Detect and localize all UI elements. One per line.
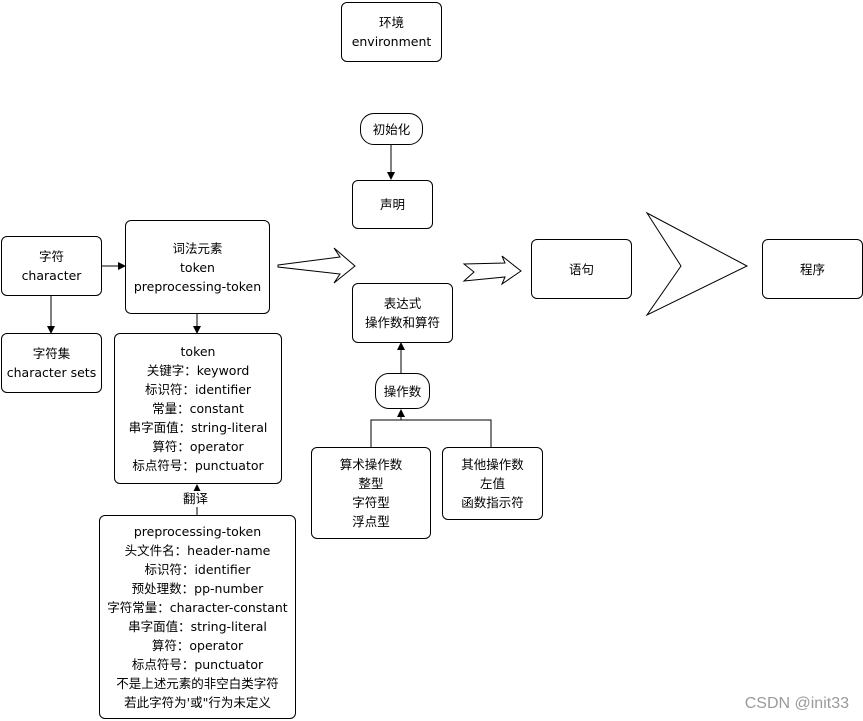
watermark: CSDN @init33 bbox=[744, 695, 849, 712]
edge-arith-other-operand bbox=[370, 419, 492, 447]
node-line: environment bbox=[351, 34, 432, 49]
node-line: 字符常量：character-constant bbox=[107, 600, 288, 615]
node-line: 标识符：identifier bbox=[144, 382, 252, 397]
node-line: token bbox=[180, 344, 216, 359]
node-line: 其他操作数 bbox=[461, 457, 524, 472]
node-line: 整型 bbox=[358, 476, 384, 491]
node-line: 浮点型 bbox=[352, 514, 390, 529]
node-declaration: 声明 bbox=[352, 180, 433, 229]
node-arith-operand: 算术操作数整型字符型浮点型 bbox=[311, 447, 431, 539]
node-line: preprocessing-token bbox=[133, 524, 262, 539]
node-line: 声明 bbox=[379, 197, 405, 212]
node-line: preprocessing-token bbox=[133, 278, 262, 294]
node-other-operand: 其他操作数左值函数指示符 bbox=[442, 447, 543, 520]
node-line: token bbox=[180, 259, 215, 275]
hollow-arrow-statement-to-program bbox=[645, 211, 749, 317]
node-line: character sets bbox=[6, 365, 97, 380]
node-line: 标识符：identifier bbox=[144, 562, 251, 577]
edge-label-translate: 翻译 bbox=[180, 491, 212, 507]
node-init: 初始化 bbox=[360, 113, 423, 145]
hollow-arrow-lexical-to-expression bbox=[277, 247, 356, 284]
node-line: 字符集 bbox=[32, 346, 71, 361]
node-line: 语句 bbox=[568, 261, 594, 277]
node-line: 程序 bbox=[799, 261, 825, 277]
node-line: 串字面值：string-literal bbox=[128, 420, 268, 435]
node-line: 若此字符为'或"行为未定义 bbox=[124, 695, 271, 710]
node-line: 常量：constant bbox=[152, 401, 244, 416]
node-line: 串字面值：string-literal bbox=[128, 619, 267, 634]
node-line: 标点符号：punctuator bbox=[132, 458, 264, 473]
node-line: character bbox=[21, 268, 82, 283]
node-line: 字符 bbox=[38, 249, 64, 264]
node-line: 算符：operator bbox=[151, 638, 244, 653]
node-line: 操作数 bbox=[383, 383, 422, 399]
node-line: 初始化 bbox=[372, 121, 411, 137]
node-environment: 环境 environment bbox=[341, 2, 442, 62]
node-line: 函数指示符 bbox=[461, 495, 524, 510]
node-operand: 操作数 bbox=[375, 373, 430, 409]
node-line: 不是上述元素的非空白类字符 bbox=[116, 676, 279, 691]
node-line: 关键字：keyword bbox=[146, 363, 250, 378]
hollow-arrow-expression-to-statement bbox=[462, 255, 522, 286]
node-character: 字符 character bbox=[1, 236, 102, 296]
node-line: 词法元素 bbox=[172, 240, 223, 256]
node-token: token 关键字：keyword 标识符：identifier 常量：constan… bbox=[114, 333, 282, 484]
node-line: 算术操作数 bbox=[339, 457, 403, 472]
node-line: 环境 bbox=[378, 15, 404, 30]
node-line: 预处理数：pp-number bbox=[131, 581, 264, 596]
node-line: 表达式 bbox=[383, 296, 422, 311]
node-line: 左值 bbox=[479, 476, 505, 491]
node-line: 标点符号：punctuator bbox=[131, 657, 264, 672]
node-statement: 语句 bbox=[531, 239, 632, 299]
node-lexical: 词法元素 token preprocessing-token bbox=[125, 220, 270, 314]
node-line: 字符型 bbox=[352, 495, 390, 510]
node-program: 程序 bbox=[762, 239, 863, 299]
node-line: 算符：operator bbox=[152, 439, 244, 454]
node-line: 头文件名：header-name bbox=[124, 543, 271, 558]
node-charset: 字符集 character sets bbox=[1, 333, 102, 393]
node-pptoken: preprocessing-token 头文件名：header-name 标识符：i… bbox=[99, 515, 296, 719]
node-line: 操作数和算符 bbox=[364, 315, 440, 330]
node-expression: 表达式操作数和算符 bbox=[352, 283, 453, 343]
